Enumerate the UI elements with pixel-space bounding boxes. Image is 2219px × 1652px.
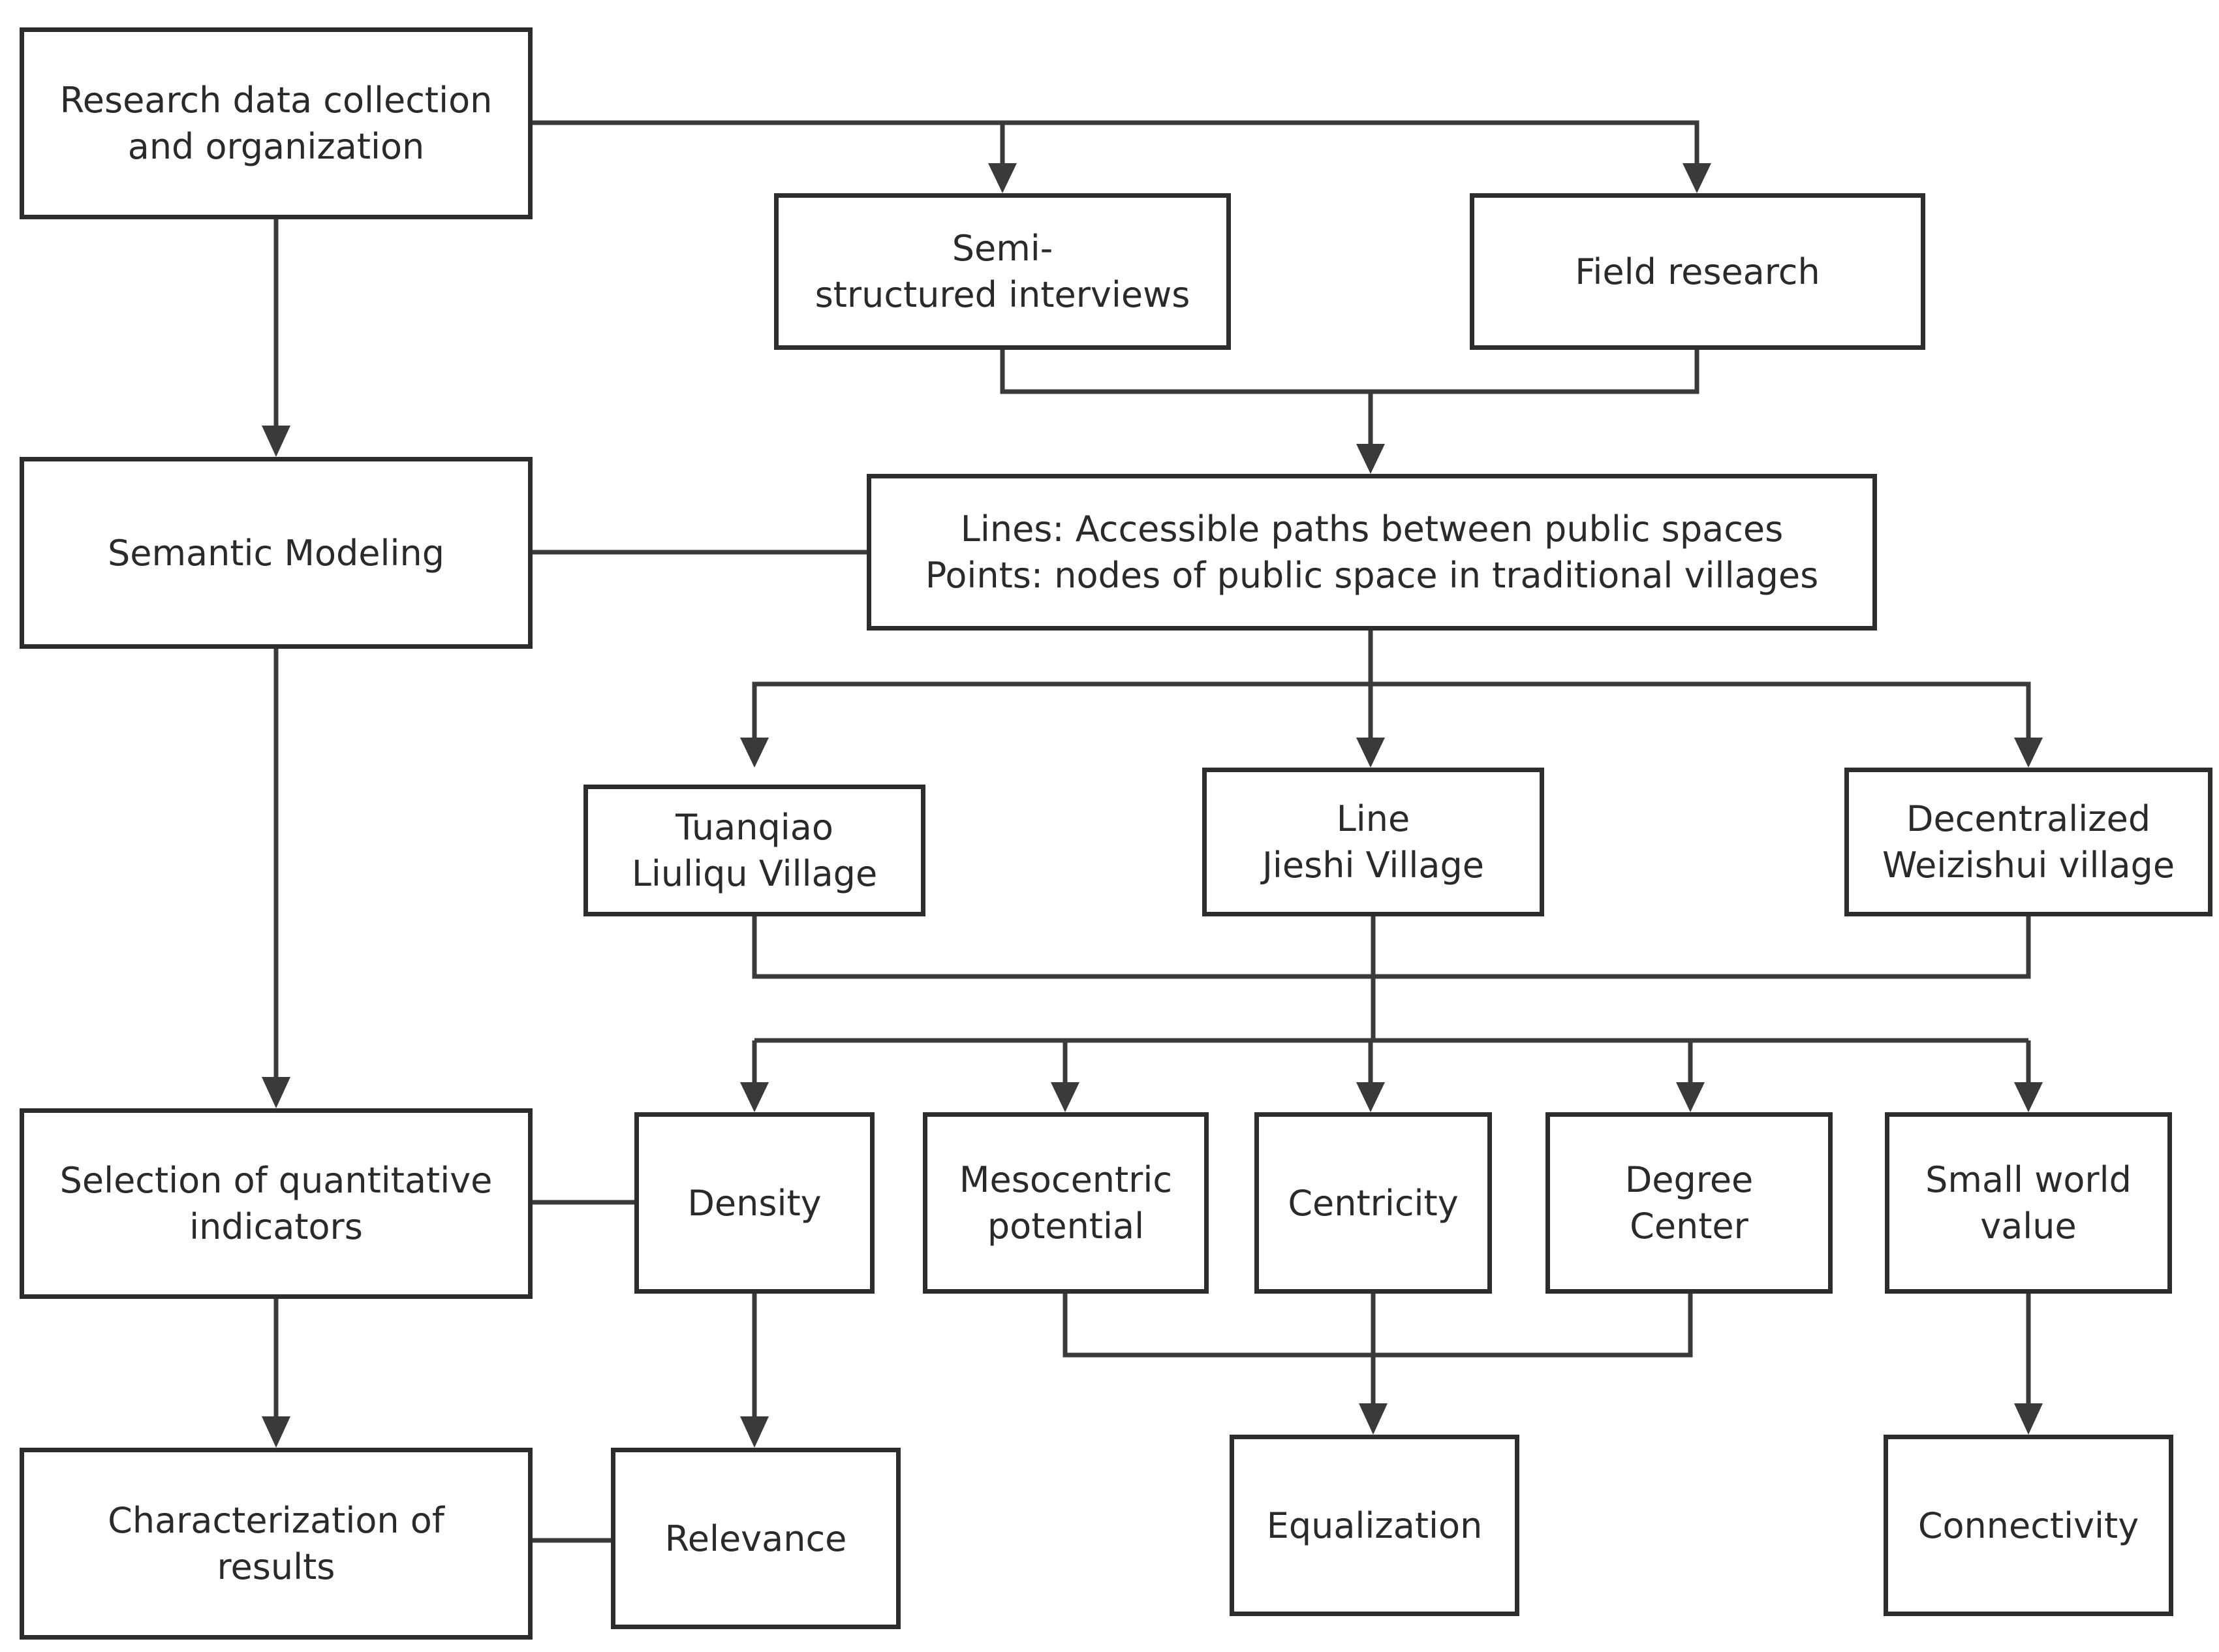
node-label: Connectivity bbox=[1917, 1504, 2139, 1546]
node-centricity: Centricity bbox=[1254, 1112, 1492, 1294]
node-decentralized-weizishui-village: Decentralized Weizishui village bbox=[1844, 768, 2212, 916]
arrowhead bbox=[1683, 163, 1711, 193]
node-line-jieshi-village: Line Jieshi Village bbox=[1202, 768, 1544, 916]
arrowhead bbox=[1356, 444, 1385, 474]
node-label: Lines: Accessible paths between public s… bbox=[925, 508, 1819, 596]
arrowhead bbox=[740, 1082, 769, 1112]
arrowhead bbox=[2014, 1082, 2043, 1112]
connector-meso-degree-merge bbox=[1063, 1294, 1693, 1358]
node-density: Density bbox=[634, 1112, 875, 1294]
node-label: Semi- structured interviews bbox=[815, 228, 1190, 315]
arrowhead bbox=[262, 1416, 290, 1448]
node-field-research: Field research bbox=[1470, 193, 1925, 350]
arrowhead bbox=[2014, 1403, 2043, 1435]
node-equalization: Equalization bbox=[1230, 1435, 1519, 1616]
arrowhead bbox=[2014, 738, 2043, 768]
arrowhead bbox=[1359, 1403, 1388, 1435]
arrowhead bbox=[262, 1077, 290, 1108]
arrowhead bbox=[1676, 1082, 1705, 1112]
node-label: Decentralized Weizishui village bbox=[1882, 798, 2175, 886]
node-connectivity: Connectivity bbox=[1884, 1435, 2173, 1616]
arrowhead bbox=[740, 1416, 769, 1448]
node-label: Relevance bbox=[664, 1518, 847, 1559]
node-lines-points: Lines: Accessible paths between public s… bbox=[867, 474, 1877, 631]
node-label: Mesocentric potential bbox=[959, 1159, 1173, 1247]
node-relevance: Relevance bbox=[611, 1448, 901, 1629]
node-research-data-collection: Research data collection and organizatio… bbox=[20, 27, 533, 219]
arrowhead bbox=[262, 426, 290, 457]
arrowhead bbox=[1051, 1082, 1079, 1112]
node-small-world-value: Small world value bbox=[1885, 1112, 2172, 1294]
node-semantic-modeling: Semantic Modeling bbox=[20, 457, 533, 649]
node-selection-quantitative-indicators: Selection of quantitative indicators bbox=[20, 1108, 533, 1299]
connector-villages-merge bbox=[752, 916, 2031, 979]
node-label: Selection of quantitative indicators bbox=[59, 1160, 493, 1247]
node-label: Research data collection and organizatio… bbox=[59, 80, 493, 167]
arrowhead bbox=[1356, 738, 1385, 768]
connector-villages-branch bbox=[752, 681, 2031, 749]
node-label: Semantic Modeling bbox=[107, 532, 445, 574]
node-label: Tuanqiao Liuliqu Village bbox=[631, 807, 878, 894]
node-label: Density bbox=[687, 1182, 822, 1224]
node-characterization-of-results: Characterization of results bbox=[20, 1448, 533, 1640]
node-label: Equalization bbox=[1266, 1504, 1483, 1546]
connector-collection-to-interviews-field bbox=[533, 120, 1699, 175]
node-label: Characterization of results bbox=[108, 1500, 444, 1587]
node-semi-structured-interviews: Semi- structured interviews bbox=[774, 193, 1231, 350]
node-tuanqiao-liuliqu-village: Tuanqiao Liuliqu Village bbox=[583, 785, 925, 916]
node-label: Degree Center bbox=[1624, 1159, 1754, 1247]
node-degree-center: Degree Center bbox=[1545, 1112, 1833, 1294]
node-label: Field research bbox=[1575, 251, 1820, 292]
arrowhead bbox=[988, 163, 1017, 193]
arrowhead bbox=[740, 738, 769, 768]
node-label: Line Jieshi Village bbox=[1262, 798, 1485, 886]
connector-interviews-field-merge bbox=[1000, 350, 1699, 394]
node-label: Centricity bbox=[1288, 1182, 1459, 1224]
node-mesocentric-potential: Mesocentric potential bbox=[923, 1112, 1209, 1294]
arrowhead bbox=[1356, 1082, 1385, 1112]
node-label: Small world value bbox=[1925, 1159, 2132, 1247]
